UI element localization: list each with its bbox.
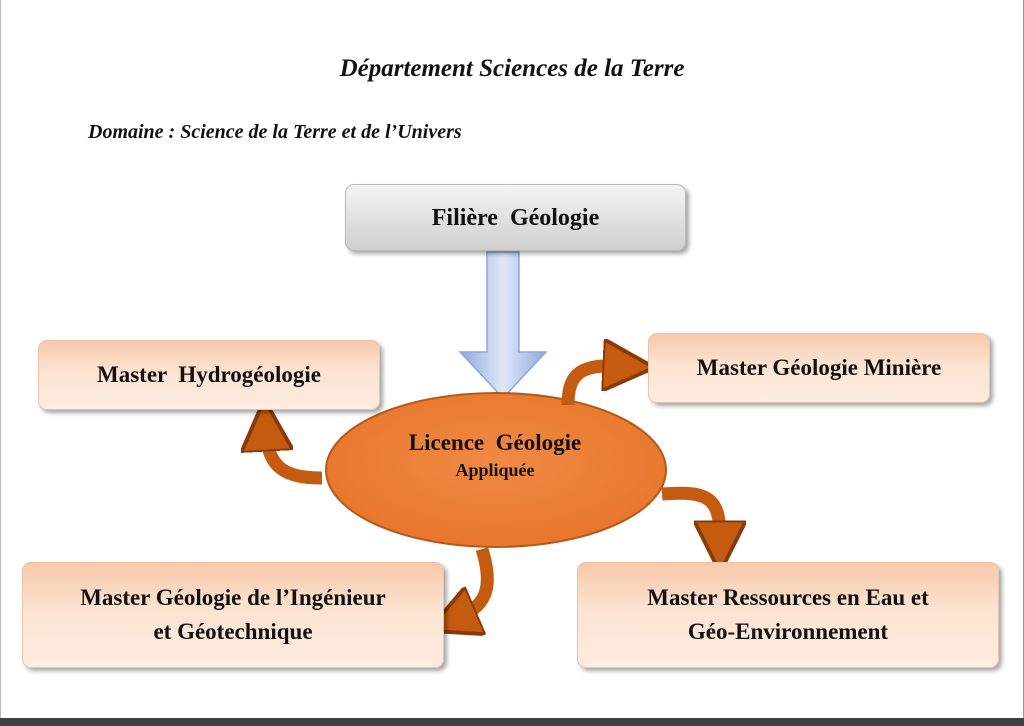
master-miniere-label: Master Géologie Minière [696,354,942,380]
filiere-label: Filière Géologie [431,204,600,231]
master-ingenieur-line2: et Géotechnique [153,619,313,644]
licence-line1: Licence Géologie [408,430,582,455]
master-miniere-box: Master Géologie Minière [648,333,990,403]
master-ingenieur-line1: Master Géologie de l’Ingénieur [80,584,386,610]
arrow-to-miniere-icon [561,366,622,406]
page-title: Département Sciences de la Terre [339,55,685,82]
arrow-to-ingenieur-icon [458,547,494,618]
bottom-bar [0,718,1024,726]
licence-ellipse [325,392,667,548]
licence-line2: Appliquée [455,460,535,480]
page-subtitle: Domaine : Science de la Terre et de l’Un… [88,121,462,143]
master-hydro-box: Master Hydrogéologie [38,340,380,410]
master-ressources-line1: Master Ressources en Eau et [647,584,929,610]
arrow-to-ressources-icon [661,486,720,540]
master-ingenieur-box: Master Géologie de l’Ingénieur et Géotec… [22,562,444,668]
master-ressources-box: Master Ressources en Eau et Géo-Environn… [577,562,999,668]
master-ressources-line2: Géo-Environnement [687,619,889,644]
master-hydro-label: Master Hydrogéologie [97,361,321,387]
down-arrow-icon [458,251,548,400]
licence-label: Licence Géologie Appliquée [350,430,640,481]
filiere-box: Filière Géologie [345,184,686,251]
arrow-to-hydro-icon [266,432,323,485]
